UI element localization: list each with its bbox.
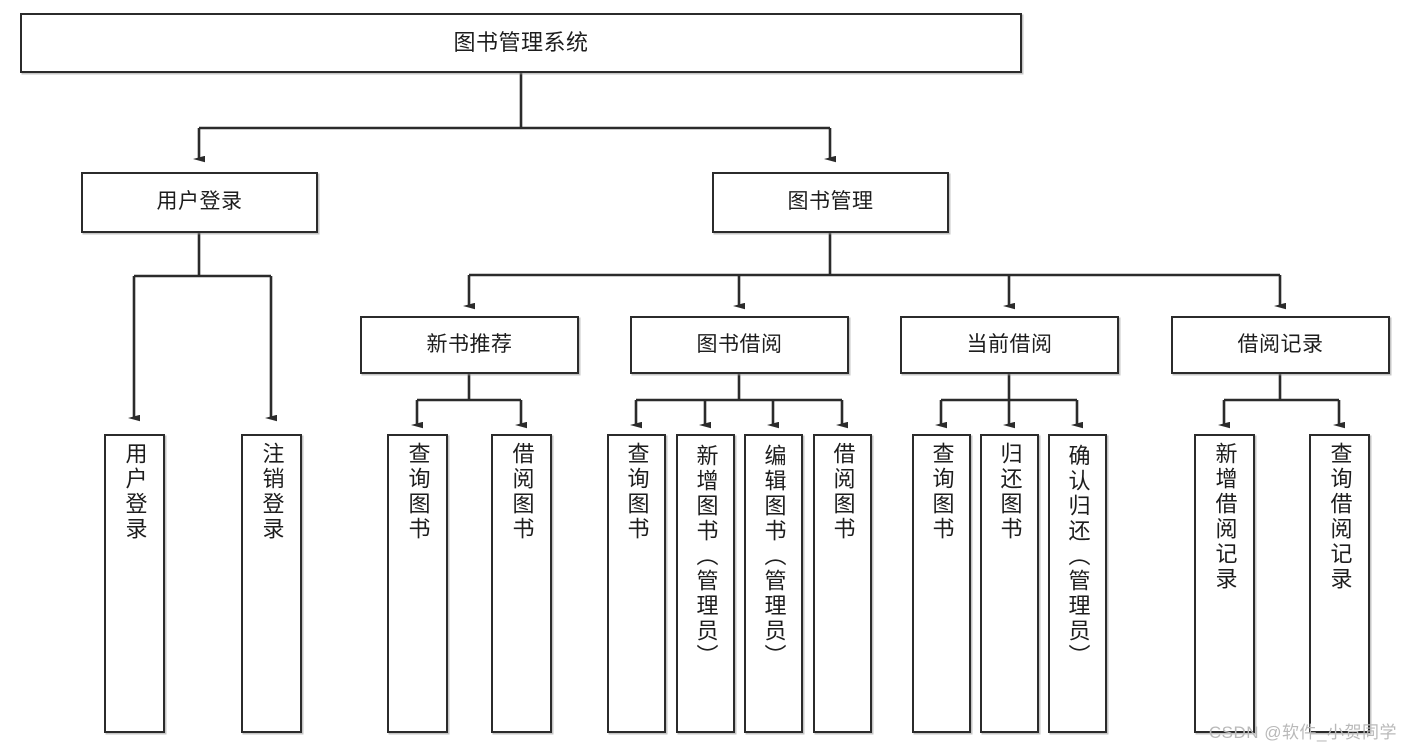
node-book-manage[interactable]: 图书管理 (712, 172, 949, 233)
node-borrow-record[interactable]: 借阅记录 (1171, 316, 1390, 374)
node-leaf-query-book-3-label: 查询图书 (929, 442, 955, 542)
node-leaf-borrow-book-2[interactable]: 借阅图书 (813, 434, 872, 733)
node-leaf-add-book[interactable]: 新增图书（管理员） (676, 434, 735, 733)
node-leaf-query-record[interactable]: 查询借阅记录 (1309, 434, 1370, 733)
node-borrow-record-label: 借阅记录 (1237, 332, 1324, 356)
node-root-label: 图书管理系统 (453, 30, 589, 56)
node-leaf-confirm-return[interactable]: 确认归还（管理员） (1048, 434, 1107, 733)
node-leaf-query-book-2[interactable]: 查询图书 (607, 434, 666, 733)
node-leaf-add-record[interactable]: 新增借阅记录 (1194, 434, 1255, 733)
node-root[interactable]: 图书管理系统 (20, 13, 1022, 73)
node-leaf-user-login[interactable]: 用户登录 (104, 434, 165, 733)
node-leaf-edit-book[interactable]: 编辑图书（管理员） (744, 434, 803, 733)
node-user-login-label: 用户登录 (156, 190, 243, 214)
node-leaf-add-record-label: 新增借阅记录 (1212, 442, 1238, 592)
node-leaf-query-book-1[interactable]: 查询图书 (387, 434, 448, 733)
node-leaf-confirm-return-label: 确认归还（管理员） (1065, 444, 1091, 669)
node-leaf-user-logout[interactable]: 注销登录 (241, 434, 302, 733)
node-leaf-return-book-label: 归还图书 (997, 442, 1023, 542)
node-current-borrow[interactable]: 当前借阅 (900, 316, 1119, 374)
node-leaf-add-book-label: 新增图书（管理员） (693, 444, 719, 669)
node-leaf-borrow-book-2-label: 借阅图书 (830, 442, 856, 542)
node-book-borrow-label: 图书借阅 (696, 332, 783, 356)
node-leaf-return-book[interactable]: 归还图书 (980, 434, 1039, 733)
node-leaf-borrow-book-1-label: 借阅图书 (509, 442, 535, 542)
node-leaf-query-book-1-label: 查询图书 (405, 442, 431, 542)
node-new-book-rec[interactable]: 新书推荐 (360, 316, 579, 374)
node-leaf-query-book-2-label: 查询图书 (624, 442, 650, 542)
node-leaf-user-login-label: 用户登录 (122, 442, 148, 542)
node-leaf-query-record-label: 查询借阅记录 (1327, 442, 1353, 592)
node-book-borrow[interactable]: 图书借阅 (630, 316, 849, 374)
watermark-text: CSDN @软件_小贺同学 (1208, 723, 1397, 742)
node-leaf-query-book-3[interactable]: 查询图书 (912, 434, 971, 733)
node-new-book-rec-label: 新书推荐 (426, 332, 513, 356)
node-leaf-user-logout-label: 注销登录 (259, 442, 285, 542)
node-leaf-edit-book-label: 编辑图书（管理员） (761, 444, 787, 669)
node-book-manage-label: 图书管理 (787, 190, 874, 214)
node-current-borrow-label: 当前借阅 (966, 332, 1053, 356)
node-user-login[interactable]: 用户登录 (81, 172, 318, 233)
node-leaf-borrow-book-1[interactable]: 借阅图书 (491, 434, 552, 733)
